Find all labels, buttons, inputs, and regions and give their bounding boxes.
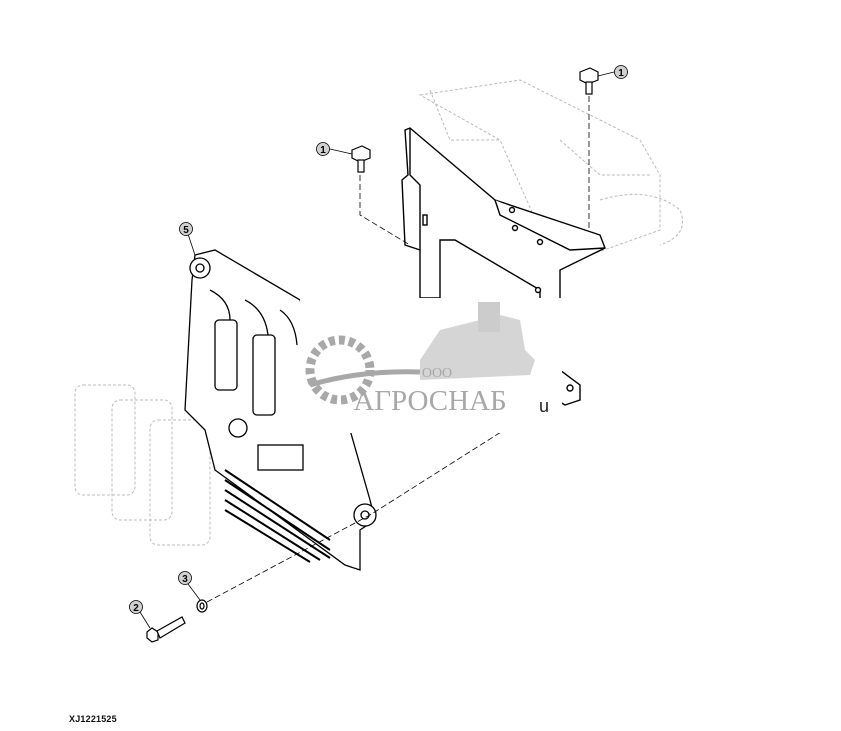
callout-2: 2 (129, 600, 143, 614)
ghost-engine-outline (418, 79, 683, 256)
bolt-top-left (351, 145, 371, 173)
svg-text:2: 2 (133, 603, 139, 614)
svg-text:ООО: ООО (422, 366, 452, 381)
callout-3: 3 (178, 571, 192, 585)
ecu-controller (184, 249, 377, 571)
svg-text:5: 5 (183, 225, 189, 236)
bolt-top-right (579, 67, 599, 95)
svg-text:3: 3 (182, 574, 188, 585)
callout-5: 5 (179, 222, 193, 236)
bolt-bottom (146, 616, 186, 643)
agrosnab-watermark-logo: ООО АГРОСНАБ (300, 298, 562, 433)
callout-1-top-left: 1 (316, 142, 330, 156)
svg-text:1: 1 (320, 145, 326, 156)
figure-id-label: XJ1221525 (69, 714, 117, 724)
svg-text:1: 1 (618, 68, 624, 79)
svg-text:АГРОСНАБ: АГРОСНАБ (353, 385, 506, 417)
assembly-lines (206, 96, 590, 603)
washer (196, 599, 208, 613)
ghost-connector-outline (74, 384, 211, 546)
stray-text: u (539, 396, 550, 416)
callout-1-top-right: 1 (614, 65, 628, 79)
callout-leaders (139, 71, 615, 629)
